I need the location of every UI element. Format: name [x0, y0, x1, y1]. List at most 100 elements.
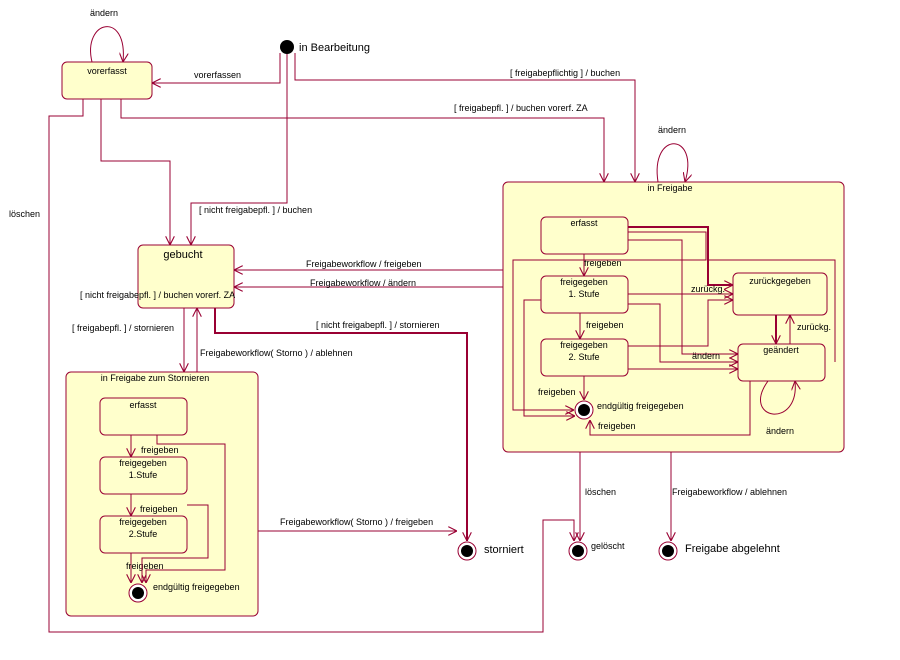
svg-text:1. Stufe: 1. Stufe: [568, 289, 599, 299]
transition-geaendert-endgueltig[interactable]: freigeben: [590, 381, 751, 436]
transition-freigegeben1-zurueckgegeben[interactable]: zurückg.: [628, 284, 733, 294]
transition-freigegeben2-endgueltig[interactable]: freigeben: [538, 376, 584, 400]
state-geaendert[interactable]: geändert: [737, 343, 826, 382]
transition-wf-storno-freigeben[interactable]: Freigabeworkflow( Storno ) / freigeben: [258, 517, 457, 531]
transition-freigegeben1-freigegeben2[interactable]: freigeben: [580, 313, 624, 339]
svg-text:freigeben: freigeben: [586, 320, 624, 330]
svg-text:freigeben: freigeben: [538, 387, 576, 397]
svg-text:in Freigabe: in Freigabe: [647, 183, 692, 193]
svg-text:freigeben: freigeben: [140, 504, 178, 514]
svg-text:vorerfasst: vorerfasst: [87, 66, 127, 76]
transition-wf-freigeben[interactable]: Freigabeworkflow / freigeben: [234, 259, 503, 270]
transition-nicht-freigabepfl-stornieren[interactable]: [ nicht freigabepfl. ] / stornieren: [214, 308, 467, 541]
final-geloescht[interactable]: gelöscht: [568, 541, 625, 561]
svg-text:[ freigabepfl. ] / stornieren: [ freigabepfl. ] / stornieren: [72, 323, 174, 333]
svg-text:zurückg.: zurückg.: [691, 284, 725, 294]
state-freigegeben-2-stufe[interactable]: freigegeben 2. Stufe: [540, 338, 629, 377]
svg-text:gelöscht: gelöscht: [591, 541, 625, 551]
transition-vorerfasst-aendern[interactable]: ändern: [90, 8, 123, 62]
svg-text:Freigabeworkflow( Storno ) / f: Freigabeworkflow( Storno ) / freigeben: [280, 517, 433, 527]
svg-text:erfasst: erfasst: [570, 218, 598, 228]
svg-text:ändern: ändern: [658, 125, 686, 135]
svg-text:Freigabeworkflow / freigeben: Freigabeworkflow / freigeben: [306, 259, 422, 269]
transition-wf-aendern[interactable]: Freigabeworkflow / ändern: [234, 278, 503, 288]
transition-freigabepfl-stornieren[interactable]: [ freigabepfl. ] / stornieren: [72, 308, 184, 372]
transition-wf-storno-ablehnen[interactable]: Freigabeworkflow( Storno ) / ablehnen: [197, 308, 353, 372]
svg-text:[ freigabepfl. ] / buchen vore: [ freigabepfl. ] / buchen vorerf. ZA: [454, 103, 588, 113]
svg-text:freigegeben: freigegeben: [560, 340, 608, 350]
transition-storno-freigegeben2-endgueltig[interactable]: freigeben: [126, 553, 164, 583]
transition-erfasst-zurueckgegeben[interactable]: [628, 226, 733, 285]
transition-loeschen-right[interactable]: löschen: [580, 452, 616, 541]
svg-text:storniert: storniert: [484, 544, 524, 556]
svg-text:ändern: ändern: [90, 8, 118, 18]
svg-text:freigegeben: freigegeben: [560, 277, 608, 287]
transition-freigabepfl-buchen-vorerf[interactable]: [ freigabepfl. ] / buchen vorerf. ZA: [120, 99, 604, 182]
transition-storno-freigegeben1-freigegeben2[interactable]: freigeben: [131, 494, 178, 516]
transition-erfasst-freigegeben1[interactable]: freigeben: [584, 254, 622, 276]
svg-text:freigeben: freigeben: [584, 258, 622, 268]
state-gebucht[interactable]: gebucht: [137, 244, 235, 309]
svg-text:endgültig freigegeben: endgültig freigegeben: [597, 401, 684, 411]
final-storniert[interactable]: storniert: [457, 541, 524, 561]
transition-geaendert-zurueckgegeben-right[interactable]: [708, 259, 836, 362]
svg-text:freigeben: freigeben: [598, 421, 636, 431]
svg-text:[ nicht freigabepfl. ] / storn: [ nicht freigabepfl. ] / stornieren: [316, 320, 440, 330]
transition-wf-ablehnen[interactable]: Freigabeworkflow / ablehnen: [671, 452, 787, 541]
label-nicht-freigabepfl-buchen-vorerf: [ nicht freigabepfl. ] / buchen vorerf. …: [80, 290, 235, 300]
svg-text:freigeben: freigeben: [141, 445, 179, 455]
svg-text:freigeben: freigeben: [126, 561, 164, 571]
svg-text:[ freigabepflichtig ] / buchen: [ freigabepflichtig ] / buchen: [510, 68, 620, 78]
state-storno-erfasst[interactable]: erfasst: [99, 397, 188, 436]
transition-geaendert-aendern[interactable]: ändern: [760, 381, 796, 436]
svg-text:ändern: ändern: [692, 351, 720, 361]
transition-nicht-freigabepfl-buchen[interactable]: [ nicht freigabepfl. ] / buchen: [191, 54, 312, 245]
svg-text:in Freigabe zum Stornieren: in Freigabe zum Stornieren: [101, 373, 210, 383]
transition-freigegeben2-zurueckgegeben[interactable]: [628, 300, 733, 347]
svg-text:in Bearbeitung: in Bearbeitung: [299, 42, 370, 54]
svg-text:vorerfassen: vorerfassen: [194, 70, 241, 80]
transition-geaendert-zurueckgegeben[interactable]: zurückg.: [790, 315, 831, 344]
state-storno-freigegeben-2[interactable]: freigegeben 2.Stufe: [99, 515, 188, 554]
transition-in-freigabe-aendern[interactable]: ändern: [656, 125, 688, 182]
state-erfasst[interactable]: erfasst: [540, 216, 629, 255]
svg-text:1.Stufe: 1.Stufe: [129, 470, 158, 480]
svg-text:Freigabeworkflow( Storno ) / a: Freigabeworkflow( Storno ) / ablehnen: [200, 348, 353, 358]
svg-text:geändert: geändert: [763, 345, 799, 355]
svg-text:zurückg.: zurückg.: [797, 322, 831, 332]
transition-erfasst-endgueltig[interactable]: [512, 231, 707, 410]
svg-text:2. Stufe: 2. Stufe: [568, 352, 599, 362]
final-freigabe-abgelehnt[interactable]: Freigabe abgelehnt: [658, 541, 780, 561]
transition-freigegeben1-endgueltig[interactable]: [523, 299, 575, 416]
initial-state[interactable]: in Bearbeitung: [280, 40, 370, 54]
state-zurueckgegeben[interactable]: zurückgegeben: [732, 272, 828, 316]
svg-text:Freigabeworkflow / ablehnen: Freigabeworkflow / ablehnen: [672, 487, 787, 497]
final-storno-endgueltig-freigegeben[interactable]: endgültig freigegeben: [128, 582, 240, 603]
svg-text:freigegeben: freigegeben: [119, 458, 167, 468]
svg-text:löschen: löschen: [9, 209, 40, 219]
transition-loeschen-left[interactable]: löschen: [9, 99, 574, 633]
svg-text:löschen: löschen: [585, 487, 616, 497]
svg-text:Freigabeworkflow / ändern: Freigabeworkflow / ändern: [310, 278, 416, 288]
svg-text:gebucht: gebucht: [163, 249, 202, 261]
state-vorerfasst[interactable]: vorerfasst: [61, 61, 153, 100]
transition-vorerfasst-gebucht[interactable]: [100, 99, 170, 245]
svg-text:[ nicht freigabepfl. ] / buche: [ nicht freigabepfl. ] / buchen vorerf. …: [80, 290, 235, 300]
svg-text:Freigabe abgelehnt: Freigabe abgelehnt: [685, 543, 780, 555]
transition-storno-erfasst-freigegeben1[interactable]: freigeben: [131, 435, 179, 457]
transition-erfasst-geaendert[interactable]: [628, 239, 738, 354]
final-endgueltig-freigegeben[interactable]: endgültig freigegeben: [574, 400, 684, 420]
svg-text:endgültig freigegeben: endgültig freigegeben: [153, 582, 240, 592]
transition-freigegeben1-geaendert[interactable]: ändern: [628, 303, 738, 362]
svg-text:erfasst: erfasst: [129, 400, 157, 410]
svg-text:[ nicht freigabepfl. ] / buche: [ nicht freigabepfl. ] / buchen: [199, 205, 312, 215]
state-storno-freigegeben-1[interactable]: freigegeben 1.Stufe: [99, 456, 188, 495]
state-freigegeben-1-stufe[interactable]: freigegeben 1. Stufe: [540, 275, 629, 314]
transition-storno-erfasst-endgueltig[interactable]: [146, 435, 226, 583]
transition-freigabepflichtig-buchen[interactable]: [ freigabepflichtig ] / buchen: [294, 53, 635, 182]
svg-text:zurückgegeben: zurückgegeben: [749, 276, 811, 286]
transition-vorerfassen[interactable]: vorerfassen: [152, 53, 281, 83]
transition-storno-freigegeben1-endgueltig[interactable]: [142, 504, 209, 583]
